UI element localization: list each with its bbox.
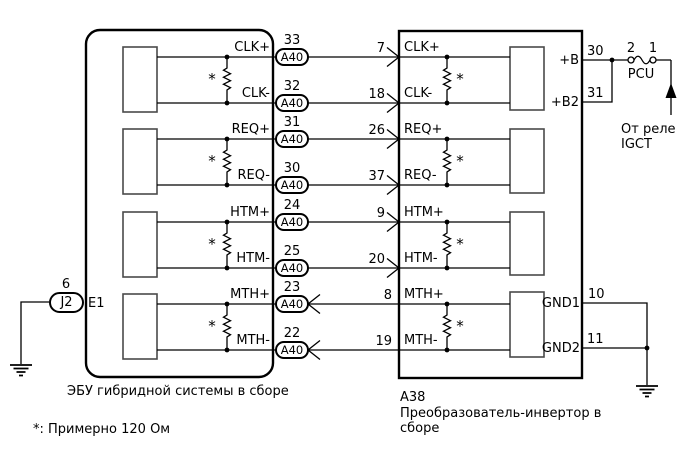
inverter-code-label: A38 [400, 390, 426, 405]
resistor [222, 218, 232, 272]
inverter-signal-label: REQ+ [404, 122, 443, 137]
inverter-box [397, 29, 584, 380]
inverter-pin-number: 37 [368, 169, 385, 184]
j2-pin-number: 6 [61, 277, 71, 292]
ecu-pin-number: 32 [283, 79, 301, 94]
fuse-terminal-icon [649, 56, 657, 64]
connector-oval-a40: A40 [275, 176, 309, 194]
ground-wires-left [20, 301, 49, 364]
inverter-pin-number: 8 [383, 288, 392, 303]
connector-oval-a40: A40 [275, 130, 309, 148]
power-wires [582, 59, 672, 115]
connector-oval-a40: A40 [275, 295, 309, 313]
ecu-signal-label: CLK+ [234, 40, 270, 55]
terminal-b-label: +B [559, 53, 579, 68]
gnd1-pin: 10 [588, 287, 605, 302]
inverter-signal-label: HTM- [404, 251, 438, 266]
terminal-b2-label: +B2 [550, 95, 579, 110]
resistor [442, 135, 452, 189]
inverter-signal-label: CLK- [404, 86, 433, 101]
connector-oval-j2: J2 [49, 292, 84, 313]
fuse-terminal-icon [627, 56, 635, 64]
resistor-note-mark: * [456, 70, 464, 88]
fuse-element-icon [633, 55, 651, 65]
resistor [222, 300, 232, 354]
internal-blocks [122, 46, 545, 360]
resistor-note-mark: * [456, 317, 464, 335]
inverter-caption-line2: сборе [400, 421, 440, 436]
supply-source-label-line1: От реле [621, 122, 676, 137]
harness-wires [308, 56, 510, 351]
junction-dot [609, 57, 615, 63]
inverter-pin-number: 26 [368, 123, 385, 138]
ecu-signal-label: REQ+ [231, 122, 270, 137]
inverter-signal-label: MTH- [404, 333, 438, 348]
connector-oval-a40: A40 [275, 341, 309, 359]
ecu-pin-number: 30 [283, 161, 301, 176]
ecu-signal-label: REQ- [237, 168, 270, 183]
terminal-b-pin: 30 [587, 44, 604, 59]
fuse-pin-2: 2 [626, 41, 636, 56]
connector-oval-a40: A40 [275, 213, 309, 231]
connector-oval-a40: A40 [275, 48, 309, 66]
connector-oval-a40: A40 [275, 259, 309, 277]
ecu-pin-number: 33 [283, 33, 301, 48]
resistor-note-mark: * [208, 317, 216, 335]
inverter-caption-line1: Преобразователь-инвертор в [400, 406, 602, 421]
resistor-note-mark: * [208, 152, 216, 170]
ecu-signal-label: HTM+ [230, 205, 270, 220]
inverter-signal-label: REQ- [404, 168, 437, 183]
resistor-note-mark: * [208, 70, 216, 88]
inverter-signal-label: MTH+ [404, 287, 444, 302]
resistor-note-mark: * [456, 235, 464, 253]
ecu-pin-number: 23 [283, 280, 301, 295]
ground-icon [9, 364, 33, 377]
ecu-pin-number: 22 [283, 326, 301, 341]
ecu-caption: ЭБУ гибридной системы в сборе [67, 384, 289, 399]
fuse-pin-1: 1 [648, 41, 658, 56]
resistor [442, 300, 452, 354]
ecu-code-label: E1 [88, 296, 105, 311]
ecu-signal-label: CLK- [241, 86, 270, 101]
inverter-pin-number: 18 [368, 87, 385, 102]
ground-wires-right [582, 302, 648, 385]
resistor [222, 135, 232, 189]
ecu-signal-label: MTH- [236, 333, 270, 348]
inverter-pin-number: 19 [375, 334, 392, 349]
ecu-side-wires [157, 56, 276, 351]
junction-dot [644, 345, 650, 351]
ecu-signal-label: MTH+ [230, 287, 270, 302]
resistor [222, 53, 232, 107]
inverter-pin-number: 7 [376, 41, 385, 56]
resistor-note-mark: * [456, 152, 464, 170]
resistor [442, 218, 452, 272]
terminal-b2-pin: 31 [587, 86, 604, 101]
inverter-pin-number: 9 [376, 206, 385, 221]
resistor-note-mark: * [208, 235, 216, 253]
fuse-name-label: PCU [627, 67, 655, 82]
inverter-pin-number: 20 [368, 252, 385, 267]
ecu-box [84, 28, 275, 379]
supply-arrow-icon [665, 83, 677, 98]
ecu-pin-number: 25 [283, 244, 301, 259]
supply-source-label-line2: IGCT [621, 137, 652, 152]
ecu-signal-label: HTM- [236, 251, 270, 266]
resistor-footnote: *: Примерно 120 Ом [33, 422, 171, 437]
ecu-pin-number: 24 [283, 198, 301, 213]
resistor [442, 53, 452, 107]
gnd2-label: GND2 [541, 341, 580, 356]
connector-oval-a40: A40 [275, 94, 309, 112]
ground-icon [635, 385, 659, 398]
ecu-pin-number: 31 [283, 115, 301, 130]
gnd2-pin: 11 [587, 332, 604, 347]
gnd1-label: GND1 [541, 296, 580, 311]
inverter-signal-label: HTM+ [404, 205, 444, 220]
inverter-signal-label: CLK+ [404, 40, 440, 55]
